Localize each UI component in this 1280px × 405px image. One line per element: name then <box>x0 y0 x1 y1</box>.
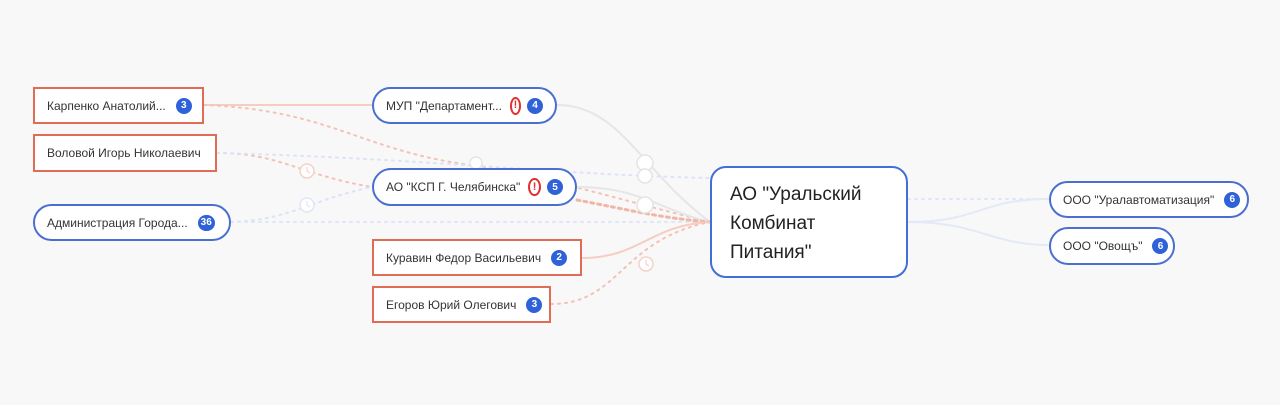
node-administration[interactable]: Администрация Города... 36 <box>33 204 231 241</box>
edge-center-ovosh <box>907 221 1050 246</box>
node-label: ООО "Овощъ" <box>1063 239 1143 253</box>
node-label: Куравин Федор Васильевич <box>386 250 542 265</box>
node-volovoi[interactable]: Воловой Игорь Николаевич <box>33 134 217 172</box>
edge-volovoi-ksp <box>216 152 373 188</box>
exclamation-circle-icon: ! <box>509 96 521 115</box>
count-badge: 2 <box>551 249 568 266</box>
node-uralavtomatizaciya[interactable]: ООО "Уралавтоматизация" 6 <box>1049 181 1249 218</box>
count-badge: 36 <box>197 214 215 231</box>
share-icon <box>636 196 654 214</box>
node-label: МУП "Департамент... <box>386 98 502 113</box>
exclamation-circle-icon: ! <box>528 178 541 196</box>
count-badge: 6 <box>1224 191 1241 208</box>
node-ksp-chelyabinsk[interactable]: АО "КСП Г. Челябинска" ! 5 <box>372 168 577 206</box>
edge-egorov-center <box>550 221 711 305</box>
center-node-line: Комбинат <box>730 213 816 234</box>
node-label: ООО "Уралавтоматизация" <box>1063 192 1215 207</box>
node-egorov[interactable]: Егоров Юрий Олегович 3 <box>372 286 551 323</box>
count-badge: 3 <box>175 97 192 114</box>
node-label: Администрация Города... <box>47 215 188 230</box>
node-label: Воловой Игорь Николаевич <box>47 146 201 160</box>
clock-icon <box>638 256 654 272</box>
count-badge: 5 <box>547 179 563 195</box>
edge-mup-center <box>556 104 711 223</box>
count-badge: 6 <box>1152 238 1169 254</box>
center-node-line: АО "Уральский <box>730 184 862 205</box>
node-label: АО "КСП Г. Челябинска" <box>386 180 521 194</box>
node-label: Егоров Юрий Олегович <box>386 297 517 312</box>
edge-center-uralavto-solid <box>907 198 1050 223</box>
edge-kuravin-center <box>581 221 711 259</box>
clock-icon <box>299 197 315 213</box>
node-label: Карпенко Анатолий... <box>47 98 166 113</box>
clock-icon <box>299 163 315 179</box>
node-ovosh[interactable]: ООО "Овощъ" 6 <box>1049 227 1175 265</box>
count-badge: 4 <box>527 97 543 114</box>
count-badge: 3 <box>526 296 543 313</box>
center-node[interactable]: АО "Уральский Комбинат Питания" <box>710 166 908 278</box>
node-karpenko[interactable]: Карпенко Анатолий... 3 <box>33 87 204 124</box>
share-icon <box>636 154 654 184</box>
node-kuravin[interactable]: Куравин Федор Васильевич 2 <box>372 239 582 276</box>
center-node-line: Питания" <box>730 242 812 263</box>
node-mup-department[interactable]: МУП "Департамент... ! 4 <box>372 87 557 124</box>
edge-volovoi-center <box>216 152 711 179</box>
